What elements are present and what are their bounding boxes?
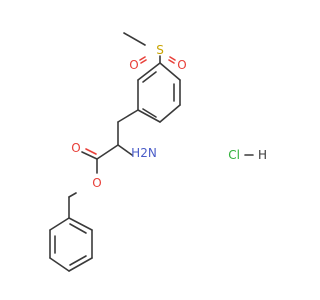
sulfur-label: S [156, 43, 164, 57]
amino-ester-chain [68, 109, 139, 198]
benzyl-group [49, 196, 93, 272]
benzene-ring-upper [137, 62, 181, 123]
chloride-label: Cl [228, 148, 240, 162]
sulfonyl-oxygen-left-label: O [129, 58, 138, 72]
chemical-structure: S O O O O H2N Cl H [49, 32, 267, 272]
ester-oxygen-label: O [92, 176, 101, 190]
carbonyl-oxygen-label: O [71, 141, 80, 155]
hydrogen-label: H [258, 148, 267, 162]
amine-label: H2N [131, 146, 157, 160]
sulfonyl-oxygen-right-label: O [177, 58, 186, 72]
methylsulfonyl-group [123, 32, 176, 64]
